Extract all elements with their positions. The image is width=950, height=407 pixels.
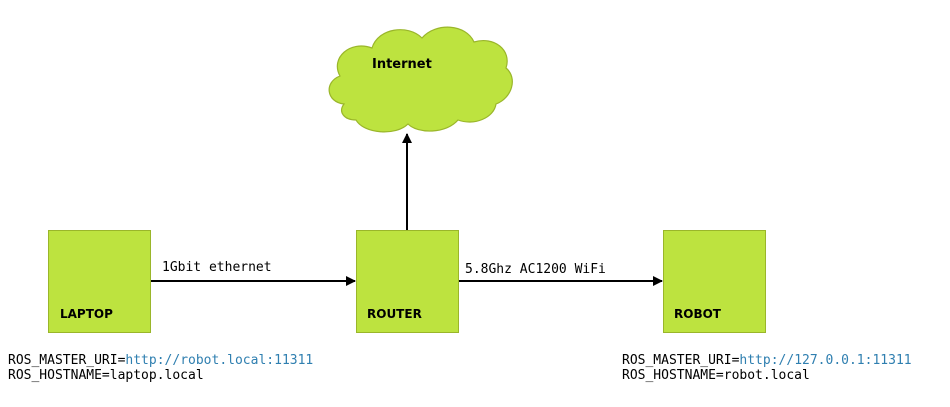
- internet-label: Internet: [372, 57, 432, 72]
- robot-master-uri-line: ROS_MASTER_URI=http://127.0.0.1:11311: [622, 353, 912, 368]
- laptop-node: LAPTOP: [48, 230, 151, 333]
- router-robot-edge-label: 5.8Ghz AC1200 WiFi: [465, 262, 606, 277]
- internet-cloud-shape: [328, 26, 513, 133]
- robot-node: ROBOT: [663, 230, 766, 333]
- laptop-env-block: ROS_MASTER_URI=http://robot.local:11311 …: [8, 353, 313, 383]
- robot-hostname-line: ROS_HOSTNAME=robot.local: [622, 368, 810, 383]
- laptop-master-uri-line: ROS_MASTER_URI=http://robot.local:11311: [8, 353, 313, 368]
- router-node-label: ROUTER: [367, 307, 422, 321]
- robot-master-uri-link[interactable]: http://127.0.0.1:11311: [739, 353, 912, 368]
- robot-env-block: ROS_MASTER_URI=http://127.0.0.1:11311 RO…: [622, 353, 912, 383]
- laptop-master-uri-key: ROS_MASTER_URI=: [8, 353, 126, 368]
- laptop-hostname-line: ROS_HOSTNAME=laptop.local: [8, 368, 204, 383]
- router-node: ROUTER: [356, 230, 459, 333]
- laptop-master-uri-link[interactable]: http://robot.local:11311: [125, 353, 314, 368]
- laptop-router-edge-label: 1Gbit ethernet: [162, 260, 272, 275]
- robot-node-label: ROBOT: [674, 307, 721, 321]
- laptop-node-label: LAPTOP: [60, 307, 113, 321]
- robot-master-uri-key: ROS_MASTER_URI=: [622, 353, 740, 368]
